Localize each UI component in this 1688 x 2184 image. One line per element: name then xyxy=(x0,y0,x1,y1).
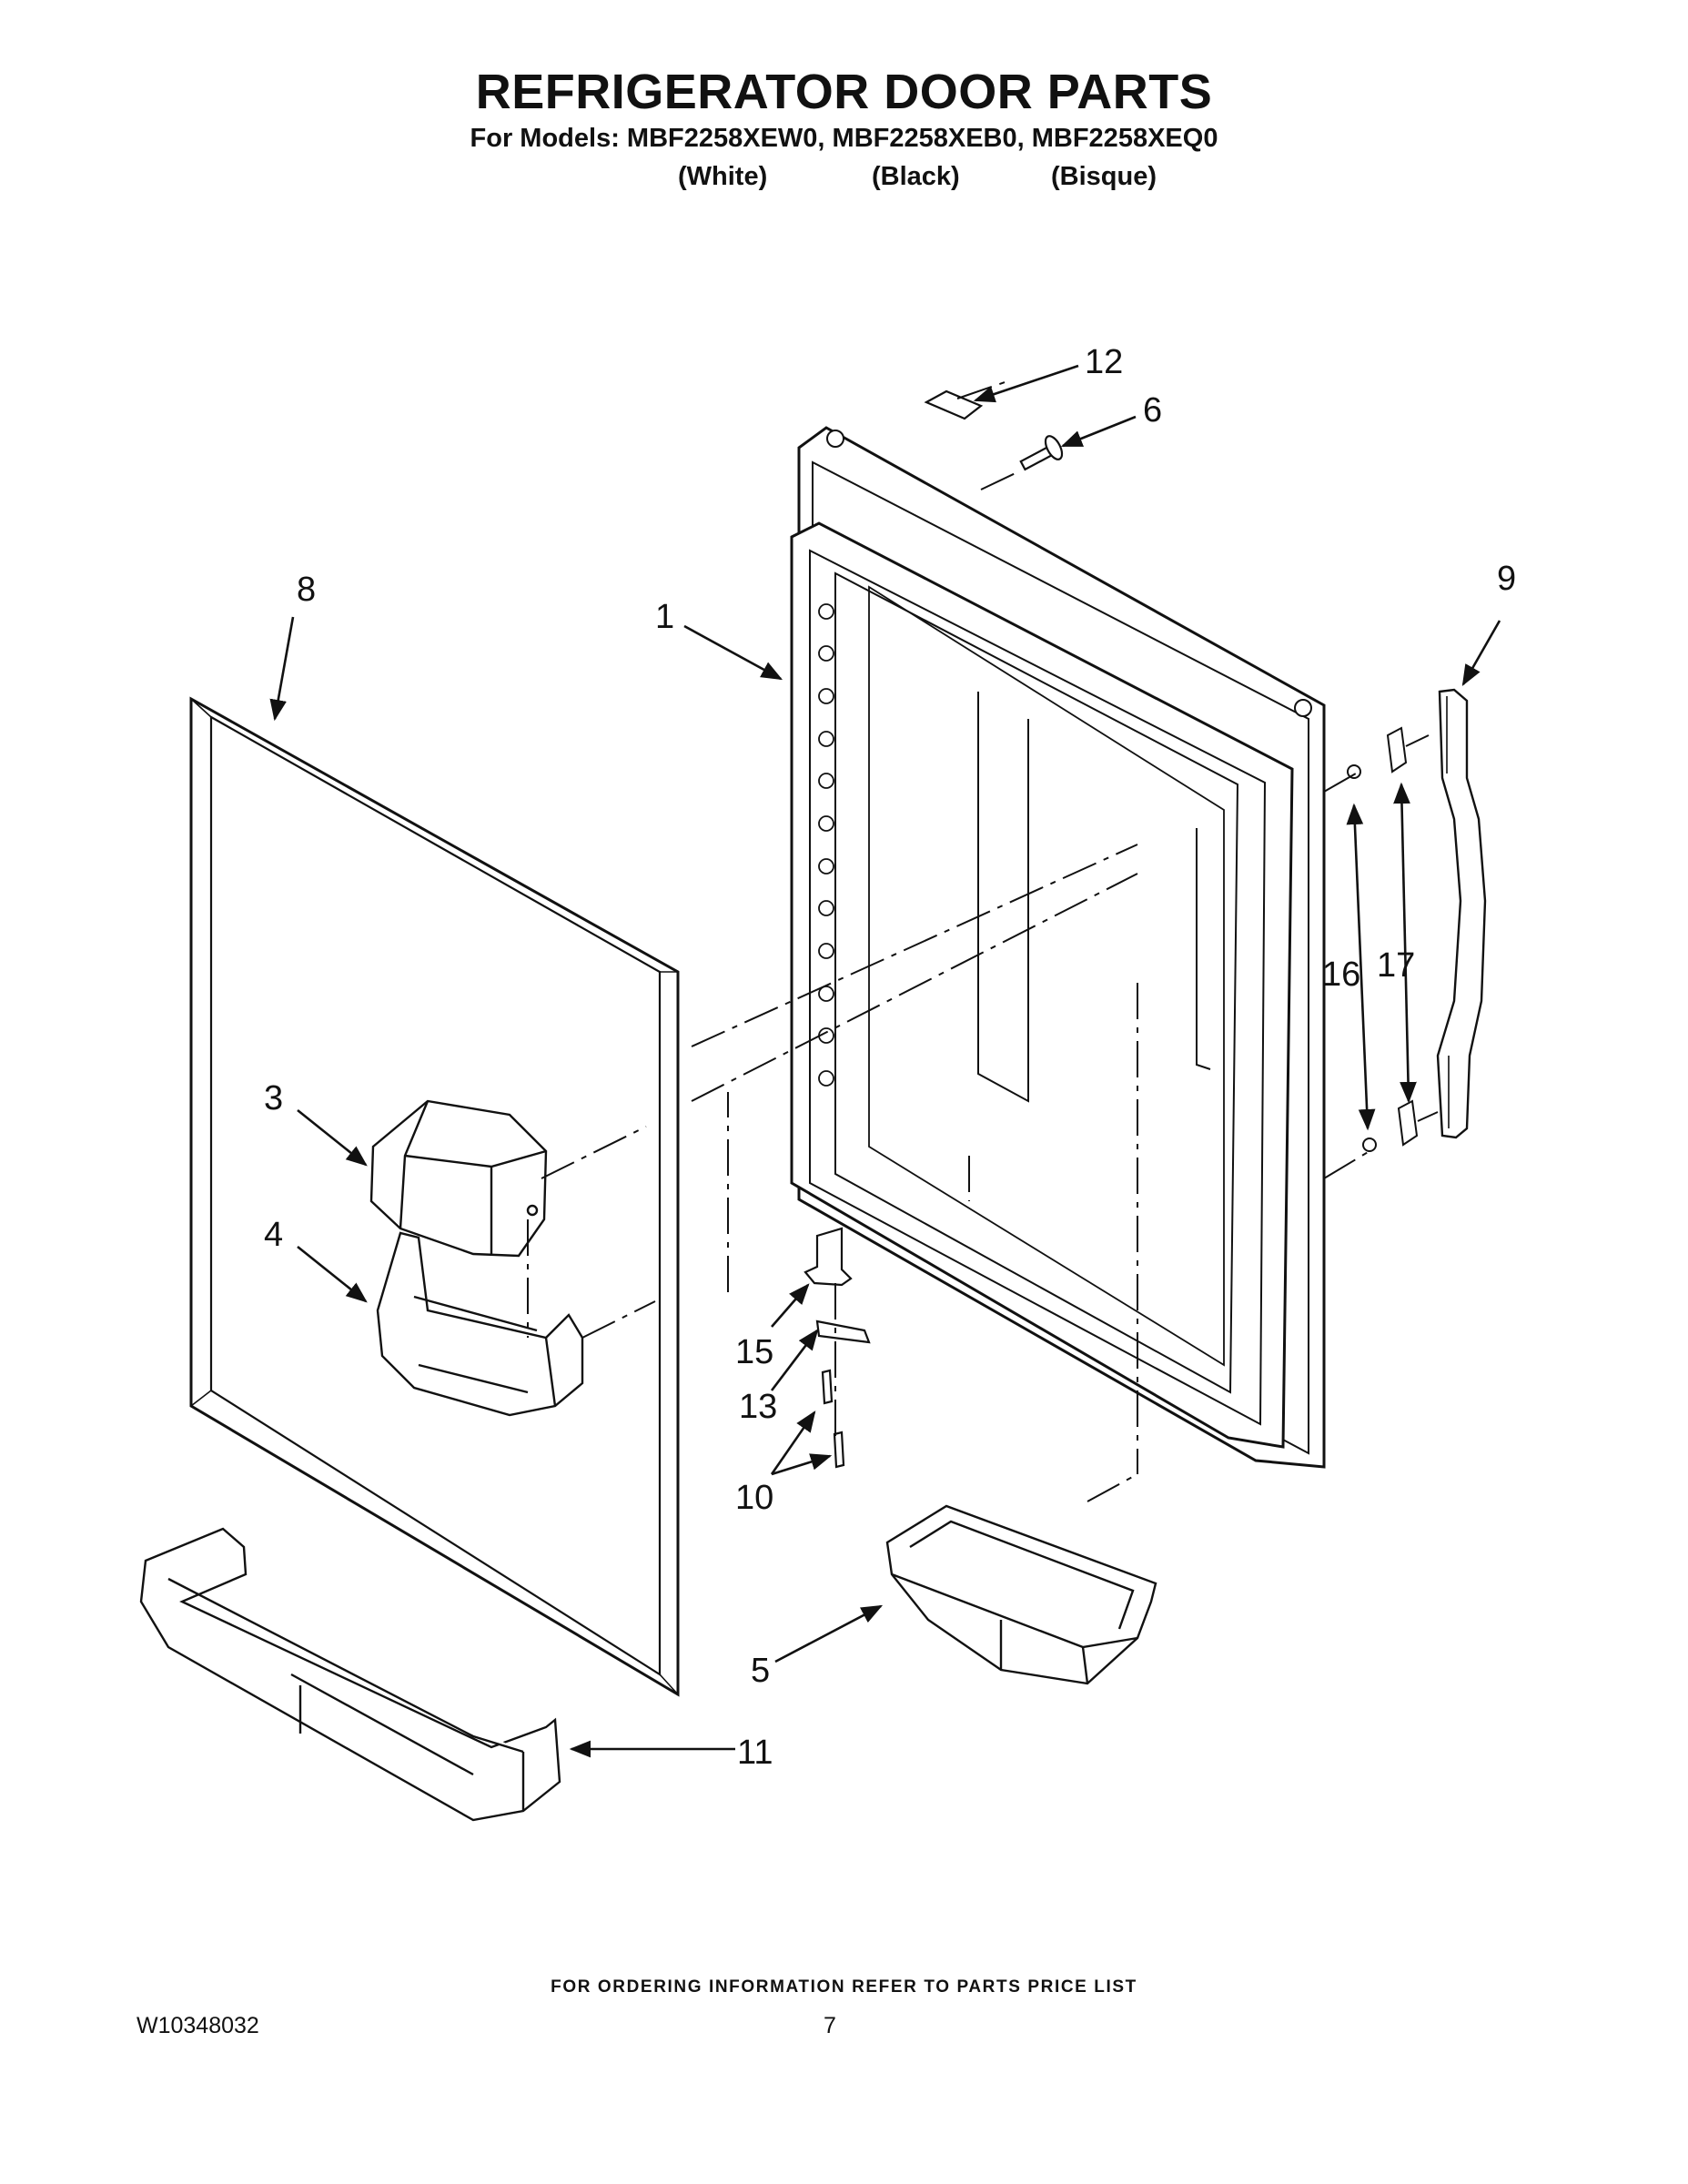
callout-11: 13 xyxy=(739,1388,777,1426)
callout-5: 5 xyxy=(751,1652,770,1690)
ordering-note: FOR ORDERING INFORMATION REFER TO PARTS … xyxy=(551,1977,1137,1997)
color-label-black: (Black) xyxy=(872,162,960,191)
clip-part-17-top xyxy=(1386,726,1408,774)
page-number: 7 xyxy=(824,2013,836,2038)
screw-part-6 xyxy=(1019,435,1064,471)
cap-part-12 xyxy=(924,389,984,420)
hinge-bushing-part-15 xyxy=(804,1227,853,1287)
clip-part-17-bottom xyxy=(1397,1099,1419,1147)
color-label-white: (White) xyxy=(678,162,768,191)
leader-arrows xyxy=(269,364,1501,1758)
callout-1: 1 xyxy=(655,598,674,636)
callout-12: 12 xyxy=(1085,343,1123,381)
callout-15: 15 xyxy=(735,1333,773,1371)
screw-part-10-lower xyxy=(833,1431,845,1469)
door-bin-part-13 xyxy=(139,1527,561,1822)
dispenser-cover-part-3 xyxy=(369,1099,548,1258)
fastener-part-16-top xyxy=(1347,764,1361,779)
callout-4: 4 xyxy=(264,1216,283,1254)
page-title: REFRIGERATOR DOOR PARTS xyxy=(475,65,1213,119)
callout-labels: 12 6 8 1 9 16 17 3 4 15 13 10 5 11 xyxy=(264,343,1516,1772)
callout-17: 17 xyxy=(1377,946,1415,985)
callout-3: 3 xyxy=(264,1079,283,1117)
models-line: For Models: MBF2258XEW0, MBF2258XEB0, MB… xyxy=(470,124,1218,153)
callout-13: 11 xyxy=(737,1734,773,1772)
callout-8: 8 xyxy=(297,571,316,609)
fastener-part-16-bottom xyxy=(1362,1138,1377,1152)
door-bin-part-5 xyxy=(885,1504,1157,1685)
callout-10: 10 xyxy=(735,1479,773,1517)
callout-16: 16 xyxy=(1322,956,1360,994)
handle-part-9 xyxy=(1436,688,1487,1139)
screw-part-10-upper xyxy=(821,1369,834,1405)
callout-6: 6 xyxy=(1143,391,1162,430)
color-label-bisque: (Bisque) xyxy=(1051,162,1157,191)
callout-9: 9 xyxy=(1497,560,1516,598)
document-number: W10348032 xyxy=(136,2013,259,2038)
hinge-bracket-part-11 xyxy=(815,1320,871,1344)
door-liner-part-1 xyxy=(790,426,1326,1469)
assembly-centerlines xyxy=(527,379,1439,1502)
